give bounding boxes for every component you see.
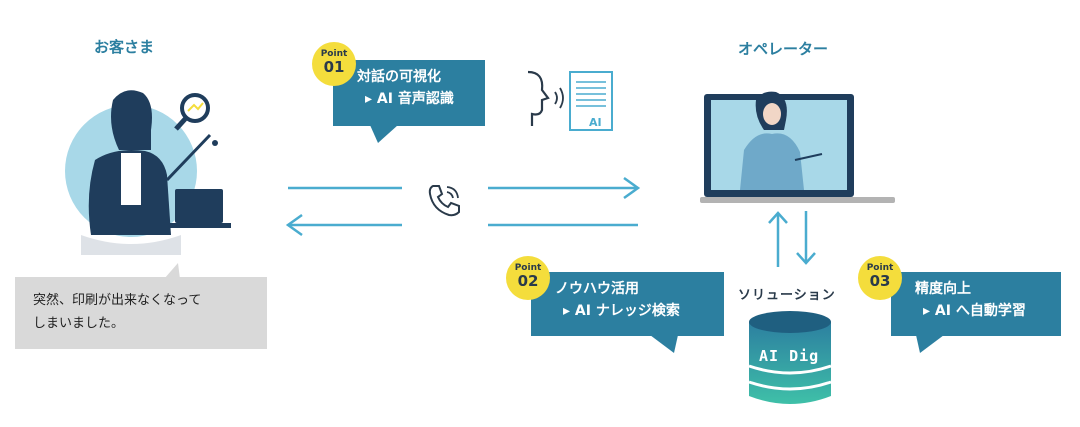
- badge-number: 03: [869, 272, 891, 290]
- point-01-callout: 対話の可視化 ▸ AI 音声認識: [333, 60, 485, 126]
- point-03-title: 精度向上: [915, 281, 971, 297]
- point-02-title: ノウハウ活用: [555, 281, 639, 297]
- point-01-badge: Point 01: [312, 42, 356, 86]
- point-01-tail: [370, 125, 398, 143]
- point-03-badge: Point 03: [858, 256, 902, 300]
- point-01-title: 対話の可視化: [357, 69, 441, 85]
- badge-number: 02: [517, 272, 539, 290]
- operator-laptop: [700, 91, 895, 203]
- badge-word: Point: [514, 263, 542, 273]
- point-03-tail: [916, 335, 944, 353]
- customer-title: お客さま: [94, 38, 155, 56]
- point-03-sub: ▸ AI へ自動学習: [923, 303, 1026, 319]
- database-label: AI Dig: [759, 347, 820, 365]
- solution-label: ソリューション: [738, 288, 836, 303]
- speech-tail: [164, 263, 180, 279]
- ai-dig-database: [748, 311, 832, 404]
- document-ai-label: AI: [589, 116, 602, 129]
- point-02-tail: [650, 335, 678, 353]
- point-02-sub: ▸ AI ナレッジ検索: [563, 303, 680, 319]
- point-02-callout: ノウハウ活用 ▸ AI ナレッジ検索: [531, 272, 724, 336]
- badge-number: 01: [323, 58, 345, 76]
- communication-arrows: [285, 176, 641, 237]
- customer-speech-bubble: 突然、印刷が出来なくなって しまいました。: [15, 277, 267, 349]
- point-01-sub: ▸ AI 音声認識: [365, 91, 454, 107]
- operator-title: オペレーター: [738, 40, 829, 58]
- phone-icon: [428, 185, 460, 217]
- vertical-arrows: [768, 211, 816, 267]
- point-02-badge: Point 02: [506, 256, 550, 300]
- badge-word: Point: [866, 263, 894, 273]
- voice-recognition-icon: [527, 70, 613, 131]
- badge-word: Point: [320, 49, 348, 59]
- speech-line-1: 突然、印刷が出来なくなって: [33, 293, 202, 308]
- customer-illustration: [65, 90, 231, 255]
- point-03-callout: 精度向上 ▸ AI へ自動学習: [891, 272, 1061, 336]
- speech-line-2: しまいました。: [33, 316, 125, 331]
